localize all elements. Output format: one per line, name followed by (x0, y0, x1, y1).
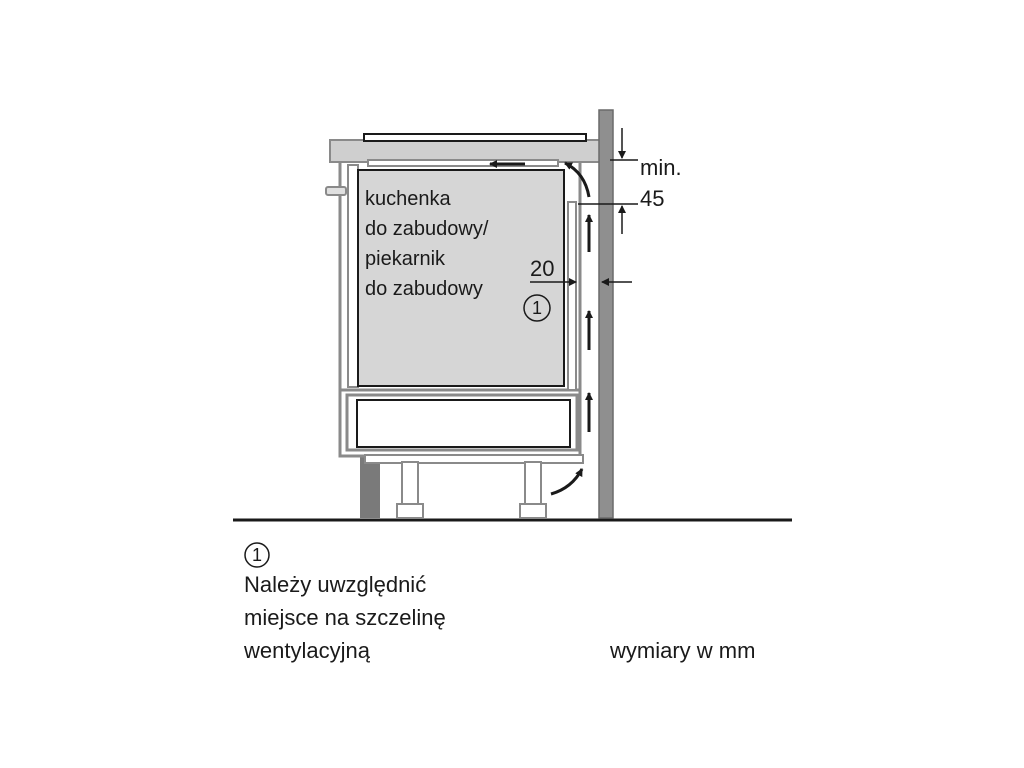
footnote-marker: 1 (252, 545, 262, 565)
cabinet-base (364, 454, 584, 464)
footnote-circle (244, 542, 270, 568)
wall (598, 109, 614, 519)
drawer (345, 393, 579, 452)
footnote-line-3: wentylacyjną (243, 638, 371, 663)
rear-panel (567, 201, 577, 391)
airflow-curve-top-arrow (564, 161, 591, 198)
appliance-label-line-4: do zabudowy (365, 278, 483, 300)
oven-knob (325, 186, 347, 196)
appliance-label-line-2: do zabudowy/ (365, 218, 489, 240)
footnote-line-1: Należy uwzględnić (244, 572, 426, 597)
airflow-curve-bottom-arrow (550, 468, 584, 496)
airflow-arrows (489, 160, 593, 496)
footnote-line-2: miejsce na szczelinę (244, 605, 446, 630)
plinth (360, 455, 380, 518)
oven-body (357, 169, 565, 387)
cooktop-underside (367, 159, 559, 167)
dimension-gap-value: 20 (530, 256, 554, 281)
appliance-label-line-1: kuchenka (365, 188, 451, 210)
callout-marker: 1 (532, 298, 542, 318)
callout-circle (523, 294, 551, 322)
dimension-min-label: min. (640, 155, 682, 180)
dimension-min-value: 45 (640, 186, 664, 211)
cabinet-legs (396, 461, 547, 519)
dimension-min-45 (578, 128, 638, 234)
cooktop (363, 133, 587, 142)
countertop (329, 139, 601, 163)
units-note: wymiary w mm (609, 638, 755, 663)
appliance-label-line-3: piekarnik (365, 248, 446, 270)
